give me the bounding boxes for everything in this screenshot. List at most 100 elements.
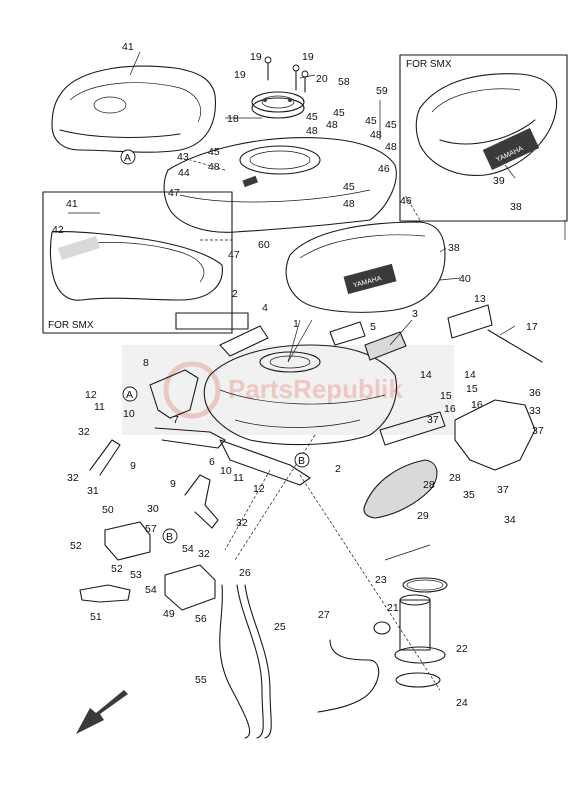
label-12b: 12 <box>253 483 265 495</box>
side-cover-38: YAMAHA <box>285 221 446 313</box>
label-7: 7 <box>173 414 179 426</box>
pad-3 <box>364 331 407 361</box>
label-40: 40 <box>459 273 471 285</box>
label-41a: 41 <box>122 41 134 53</box>
label-17: 17 <box>526 321 538 333</box>
fuel-pump-21 <box>373 594 446 664</box>
label-30: 30 <box>147 503 159 515</box>
label-2b: 2 <box>335 463 341 475</box>
label-49: 49 <box>163 608 175 620</box>
label-32a: 32 <box>78 426 90 438</box>
ring-23 <box>402 577 448 593</box>
label-52a: 52 <box>70 540 82 552</box>
tank-cover-44 <box>163 137 397 233</box>
label-45e: 45 <box>208 146 220 158</box>
label-10b: 10 <box>220 465 232 477</box>
label-2a: 2 <box>232 288 238 300</box>
hose-25 <box>244 584 272 739</box>
label-38b: 38 <box>448 242 460 254</box>
smx-box-left-label: FOR SMX <box>48 320 94 331</box>
label-26: 26 <box>239 567 251 579</box>
pad-4 <box>219 325 269 357</box>
label-37b: 37 <box>532 425 544 437</box>
label-45f: 45 <box>343 181 355 193</box>
label-14b: 14 <box>464 369 476 381</box>
label-51: 51 <box>90 611 102 623</box>
label-11a: 11 <box>94 401 105 413</box>
label-21: 21 <box>387 602 399 614</box>
label-8: 8 <box>143 357 149 369</box>
label-54a: 54 <box>182 543 194 555</box>
bracket-51 <box>79 584 131 603</box>
label-16b: 16 <box>444 403 456 415</box>
label-28b: 28 <box>449 472 461 484</box>
smx-box-right-label: FOR SMX <box>406 59 452 70</box>
label-33: 33 <box>529 405 541 417</box>
label-32c: 32 <box>236 517 248 529</box>
bracket-13 <box>447 304 493 339</box>
letter-callouts: A A B B <box>120 149 310 544</box>
label-50: 50 <box>102 504 114 516</box>
label-32b: 32 <box>67 472 79 484</box>
label-47a: 47 <box>168 187 180 199</box>
label-34: 34 <box>504 514 516 526</box>
label-1: 1 <box>293 318 299 330</box>
label-4: 4 <box>262 302 268 314</box>
watermark-text: PartsRepublik <box>228 374 403 404</box>
label-19c: 19 <box>234 69 246 81</box>
rubber-2-left <box>175 312 249 330</box>
label-11b: 11 <box>233 472 244 484</box>
label-16a: 16 <box>471 399 483 411</box>
label-10a: 10 <box>123 408 135 420</box>
label-47b: 47 <box>228 249 240 261</box>
label-46b: 46 <box>400 195 412 207</box>
label-48a: 48 <box>306 125 318 137</box>
label-9a: 9 <box>130 460 136 472</box>
stay-30 <box>184 474 219 529</box>
label-25: 25 <box>274 621 286 633</box>
label-45a: 45 <box>306 111 318 123</box>
label-22: 22 <box>456 643 468 655</box>
letter-b-mid: B <box>298 455 305 467</box>
letter-a-mid: A <box>126 389 133 401</box>
gasket-22 <box>395 672 441 688</box>
label-19a: 19 <box>250 51 262 63</box>
watermark: PartsRepublik <box>122 345 454 435</box>
smx-box-left: FOR SMX <box>42 191 233 334</box>
label-3: 3 <box>412 308 418 320</box>
label-37c: 37 <box>497 484 509 496</box>
label-14a: 14 <box>420 369 432 381</box>
label-20: 20 <box>316 73 328 85</box>
label-39: 39 <box>493 175 505 187</box>
hose-27 <box>317 639 380 713</box>
label-15b: 15 <box>466 383 478 395</box>
rubber-2-right <box>379 411 446 446</box>
label-48b: 48 <box>326 119 338 131</box>
label-44: 44 <box>178 167 190 179</box>
smx-box-right: FOR SMX YAMAHA <box>399 54 568 222</box>
label-48f: 48 <box>343 198 355 210</box>
label-29: 29 <box>417 510 429 522</box>
label-48d: 48 <box>385 141 397 153</box>
label-58: 58 <box>338 76 350 88</box>
label-55: 55 <box>195 674 207 686</box>
unit-50 <box>104 521 151 561</box>
label-46a: 46 <box>378 163 390 175</box>
label-31: 31 <box>87 485 99 497</box>
label-5: 5 <box>370 321 376 333</box>
rear-cover-41 <box>51 65 216 153</box>
rod-17 <box>487 329 543 363</box>
label-28a: 28 <box>423 479 435 491</box>
label-24: 24 <box>456 697 468 709</box>
label-60: 60 <box>258 239 270 251</box>
label-52b: 52 <box>111 563 123 575</box>
label-45c: 45 <box>365 115 377 127</box>
canister-49 <box>164 564 216 611</box>
label-9b: 9 <box>170 478 176 490</box>
label-45d: 45 <box>385 119 397 131</box>
letter-a-top: A <box>124 152 131 164</box>
stay-31 <box>89 439 121 476</box>
label-6: 6 <box>209 456 215 468</box>
